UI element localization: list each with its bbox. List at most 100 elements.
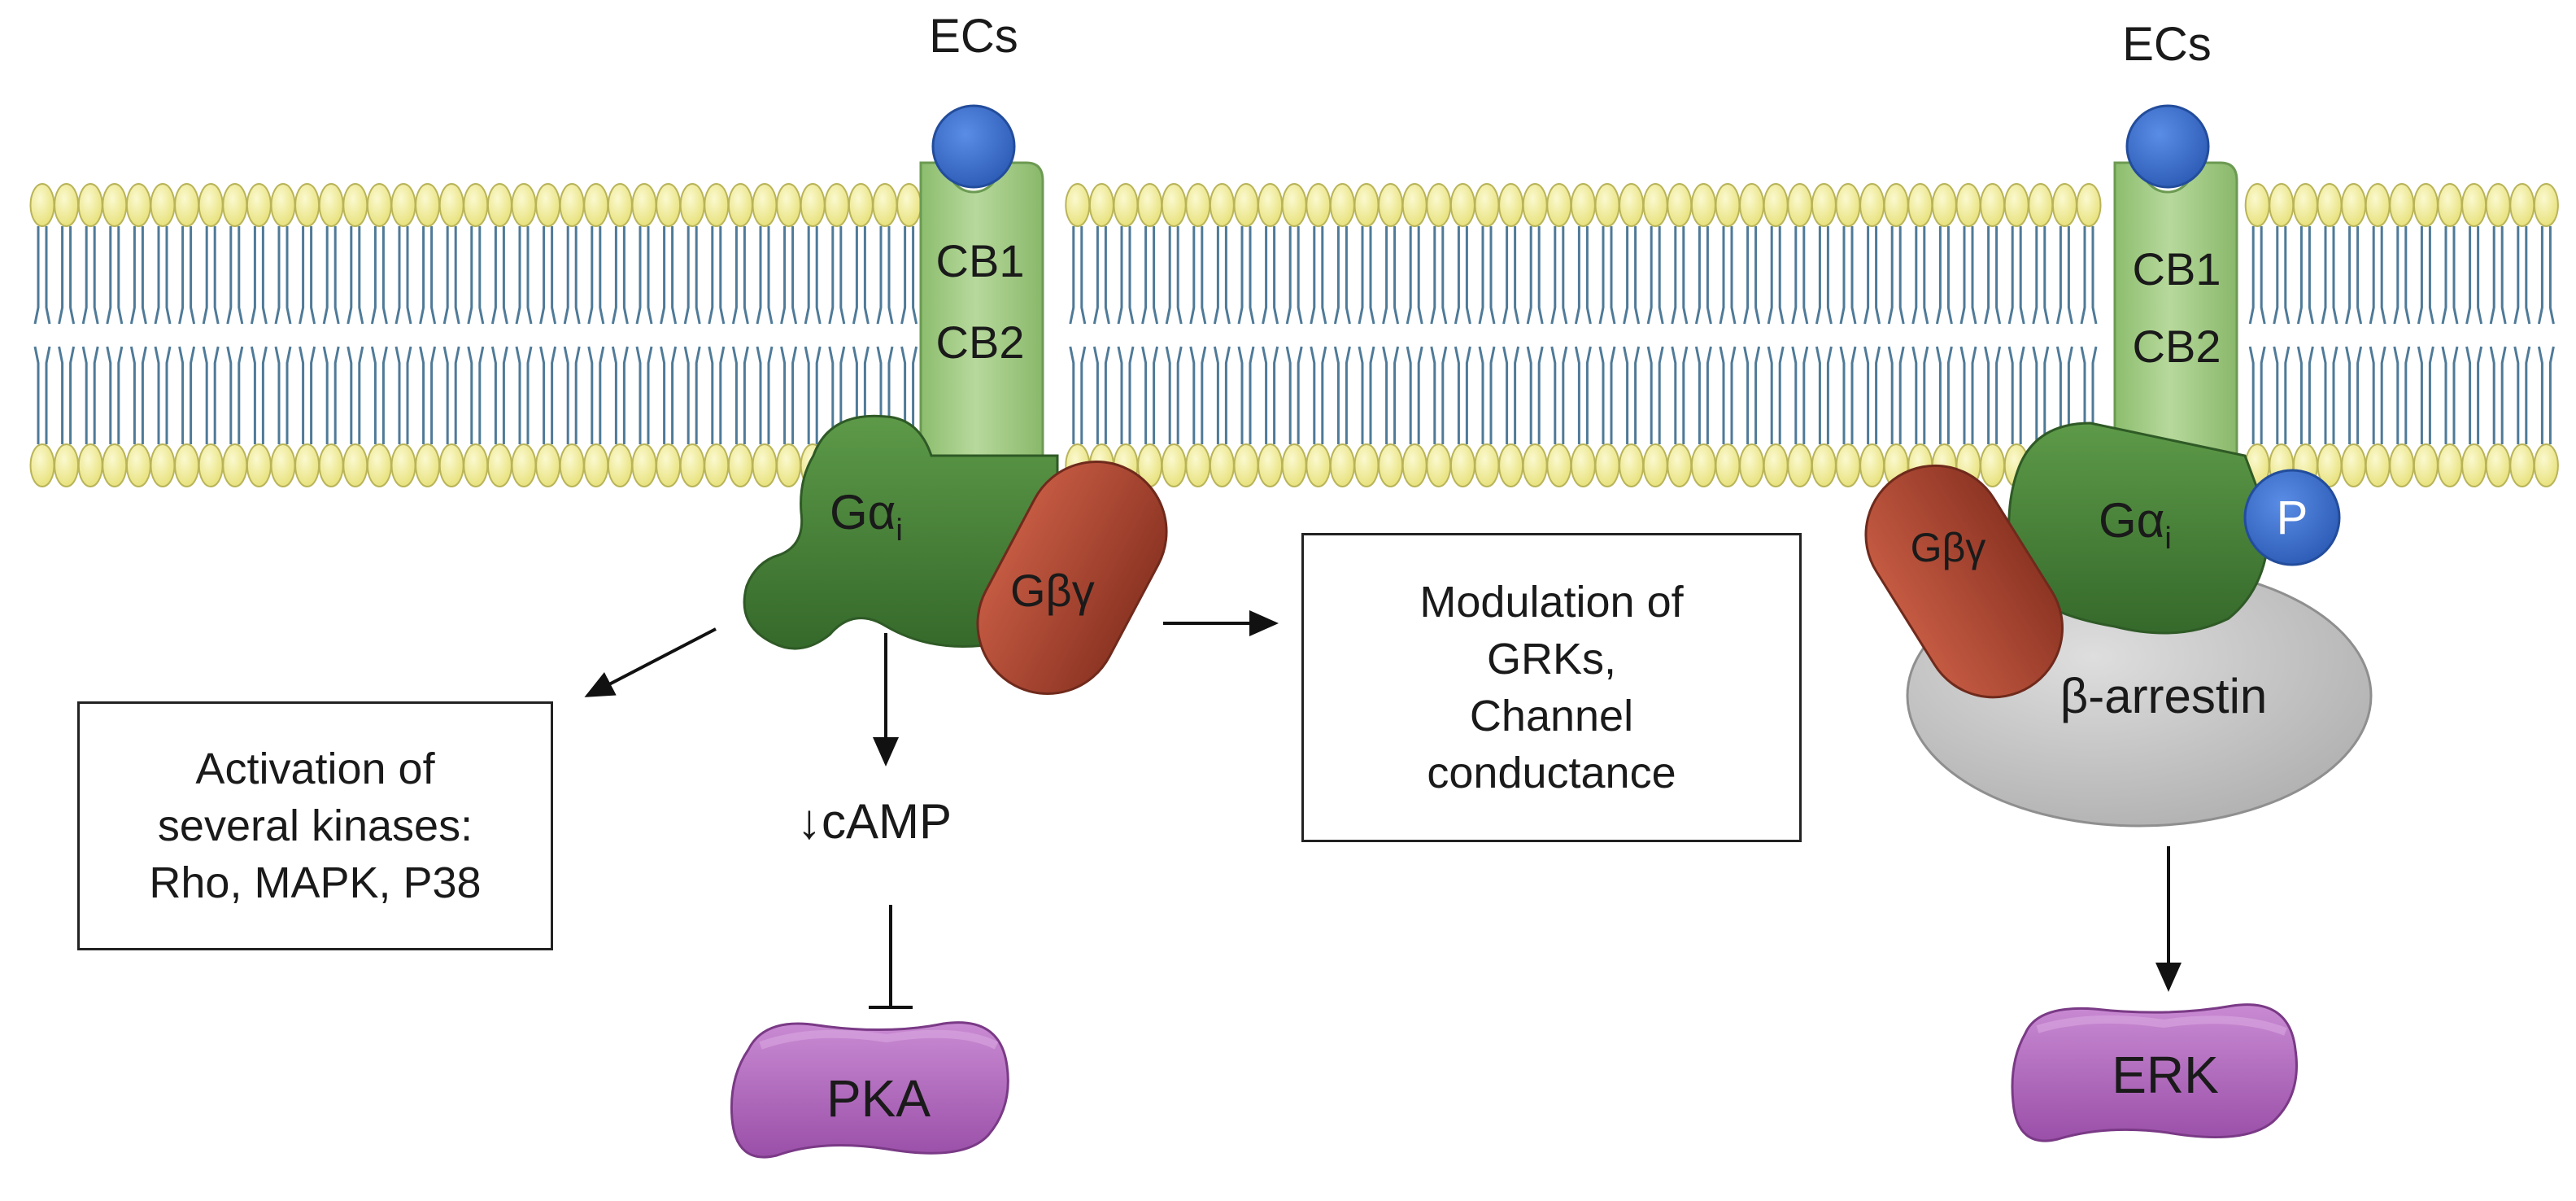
lipid-head — [1522, 183, 1548, 227]
lipid-head — [1065, 183, 1091, 227]
lipid-head — [2413, 183, 2439, 227]
lipid-tail — [274, 346, 292, 444]
lipid-head — [848, 183, 874, 227]
lipid-head — [2341, 443, 2367, 487]
lipid-tail — [1887, 346, 1905, 444]
modulation-box-line-2: GRKs, — [1486, 635, 1617, 683]
lipid-head — [1185, 443, 1211, 487]
lipid-tail — [804, 226, 822, 325]
lipid-head — [2509, 183, 2535, 227]
lipid-head — [1980, 443, 2006, 487]
lipid-tail — [226, 226, 244, 325]
lipid-head — [318, 183, 344, 227]
lipid-head — [1449, 443, 1475, 487]
lipid-tail — [1141, 346, 1159, 444]
lipid-tail — [2369, 226, 2386, 325]
lipid-head — [1209, 443, 1235, 487]
pka-kinase — [730, 1021, 1009, 1159]
lipid-head — [2365, 183, 2391, 227]
lipid-head — [727, 443, 753, 487]
left-g-alpha-label: Gαi — [830, 485, 903, 548]
modulation-box-line-1: Modulation of — [1419, 578, 1684, 627]
lipid-tail — [58, 226, 76, 325]
lipid-head — [294, 443, 320, 487]
lipid-tail — [1646, 346, 1664, 444]
lipid-tail — [780, 226, 798, 325]
right-g-beta-gamma-label: Gβγ — [1911, 525, 1986, 570]
inhibition-camp-to-pka — [869, 905, 913, 1009]
lipid-head — [631, 443, 657, 487]
lipid-tail — [1117, 226, 1135, 325]
lipid-tail — [370, 346, 388, 444]
lipid-tail — [1141, 226, 1159, 325]
lipid-tail — [1237, 346, 1255, 444]
lipid-head — [679, 183, 705, 227]
lipid-tail — [2489, 226, 2507, 325]
lipid-tail — [419, 346, 437, 444]
lipid-head — [2028, 183, 2054, 227]
lipid-head — [1955, 183, 1981, 227]
lipid-head — [2461, 443, 2487, 487]
lipid-tail — [2465, 346, 2483, 444]
lipid-head — [1667, 443, 1693, 487]
left-receptor-label-cb1: CB1 — [936, 235, 1025, 286]
lipid-tail — [1767, 226, 1785, 325]
lipid-tail — [1839, 226, 1857, 325]
left-g-alpha-i — [743, 414, 1059, 650]
right-receptor-label-cb1: CB1 — [2133, 243, 2221, 295]
lipid-tail — [563, 226, 581, 325]
lipid-head — [1401, 443, 1427, 487]
lipid-tail — [202, 226, 220, 325]
lipid-tail — [1911, 346, 1929, 444]
lipid-tail — [442, 226, 460, 325]
left-receptor — [919, 161, 1044, 457]
lipid-tail — [515, 346, 533, 444]
lipid-head — [2365, 443, 2391, 487]
lipid-tail — [708, 226, 726, 325]
lipid-head — [1739, 183, 1765, 227]
lipid-tail — [1959, 226, 1977, 325]
lipid-head — [102, 183, 128, 227]
lipid-head — [1859, 443, 1885, 487]
lipid-tail — [1502, 346, 1520, 444]
lipid-tail — [2465, 226, 2483, 325]
lipid-head — [342, 183, 368, 227]
lipid-tail — [1165, 346, 1183, 444]
lipid-head — [1859, 183, 1885, 227]
lipid-head — [246, 183, 272, 227]
left-g-beta-gamma-label: Gβγ — [1010, 565, 1095, 616]
lipid-tail — [1574, 226, 1592, 325]
lipid-head — [222, 443, 248, 487]
lipid-head — [2509, 443, 2535, 487]
lipid-head — [1161, 443, 1187, 487]
lipid-tail — [129, 226, 147, 325]
lipid-tail — [635, 346, 653, 444]
right-ligand-ecs — [2125, 104, 2210, 189]
lipid-tail — [58, 346, 76, 444]
lipid-head — [294, 183, 320, 227]
lipid-head — [486, 443, 512, 487]
erk-label: ERK — [2112, 1046, 2219, 1104]
lipid-tail — [2537, 346, 2555, 444]
lipid-tail — [2080, 346, 2098, 444]
lipid-tail — [1767, 346, 1785, 444]
lipid-tail — [2513, 226, 2531, 325]
lipid-tail — [1213, 226, 1231, 325]
lipid-head — [463, 443, 489, 487]
lipid-head — [1401, 183, 1427, 227]
lipid-head — [1257, 443, 1284, 487]
lipid-head — [1787, 183, 1813, 227]
lipid-head — [1378, 443, 1404, 487]
lipid-tail — [1382, 346, 1400, 444]
lipid-head — [125, 183, 151, 227]
lipid-heads — [29, 183, 2559, 487]
lipid-tail — [1935, 226, 1953, 325]
lipid-head — [54, 443, 80, 487]
lipid-head — [1931, 183, 1957, 227]
lipid-head — [390, 443, 416, 487]
kinase-box-line-1: Activation of — [195, 745, 435, 793]
lipid-tail — [660, 346, 678, 444]
lipid-head — [1715, 183, 1741, 227]
lipid-head — [607, 443, 633, 487]
lipid-head — [1281, 183, 1307, 227]
